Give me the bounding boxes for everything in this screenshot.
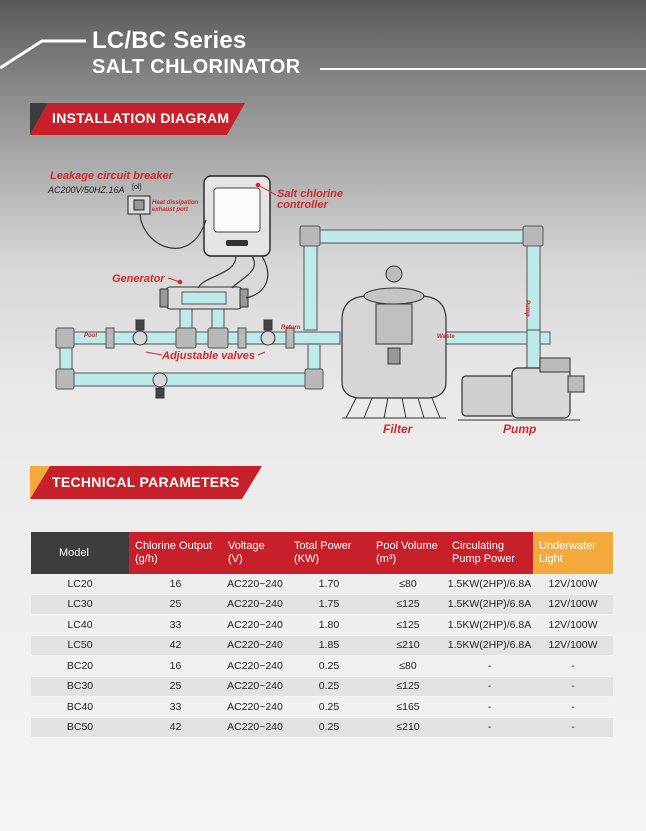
pipe-pump-label: Pump	[524, 300, 530, 317]
table-row: BC20 16 AC220~240 0.25 ≤80 - -	[31, 655, 613, 677]
cell-voltage: AC220~240	[222, 696, 288, 718]
cell-light: -	[533, 655, 613, 677]
technical-banner: TECHNICAL PARAMETERS	[30, 466, 262, 499]
table-row: LC30 25 AC220~240 1.75 ≤125 1.5KW(2HP)/6…	[31, 594, 613, 615]
cell-voltage: AC220~240	[222, 655, 288, 677]
cell-light: 12V/100W	[533, 574, 613, 595]
col-chlorine-output: Chlorine Output(g/h)	[129, 532, 222, 574]
installation-heading: INSTALLATION DIAGRAM	[52, 110, 230, 126]
series-title: LC/BC Series	[92, 27, 247, 54]
cell-light: -	[533, 696, 613, 718]
installation-banner: INSTALLATION DIAGRAM	[30, 103, 245, 135]
technical-heading: TECHNICAL PARAMETERS	[52, 474, 240, 490]
breaker-spec: AC200V/50HZ.16A	[48, 185, 125, 195]
cell-power: 0.25	[288, 696, 370, 718]
cell-power: 0.25	[288, 676, 370, 697]
cell-volume: ≤125	[370, 676, 446, 697]
cell-chlorine: 16	[129, 655, 222, 677]
generator-label: Generator	[112, 273, 165, 285]
col-model: Model	[31, 532, 129, 574]
cell-volume: ≤210	[370, 717, 446, 738]
cell-chlorine: 25	[129, 594, 222, 615]
cell-model: LC50	[31, 635, 129, 656]
cell-volume: ≤125	[370, 594, 446, 615]
cell-pump: -	[446, 696, 533, 718]
installation-diagram: Leakage circuit breaker AC200V/50HZ.16A …	[0, 160, 646, 450]
cell-volume: ≤80	[370, 655, 446, 677]
table-row: BC50 42 AC220~240 0.25 ≤210 - -	[31, 717, 613, 738]
pump-label: Pump	[503, 422, 537, 436]
col-voltage: Voltage(V)	[222, 532, 288, 574]
product-title: SALT CHLORINATOR	[92, 56, 301, 78]
cell-model: BC50	[31, 717, 129, 738]
table-row: LC20 16 AC220~240 1.70 ≤80 1.5KW(2HP)/6.…	[31, 574, 613, 595]
cell-power: 1.80	[288, 614, 370, 636]
cell-light: 12V/100W	[533, 614, 613, 636]
cell-voltage: AC220~240	[222, 614, 288, 636]
cell-voltage: AC220~240	[222, 676, 288, 697]
cell-pump: 1.5KW(2HP)/6.8A	[446, 614, 533, 636]
cell-light: 12V/100W	[533, 594, 613, 615]
cell-power: 0.25	[288, 717, 370, 738]
filter-label: Filter	[383, 422, 413, 436]
table-row: LC40 33 AC220~240 1.80 ≤125 1.5KW(2HP)/6…	[31, 614, 613, 636]
cell-power: 1.75	[288, 594, 370, 615]
cell-pump: -	[446, 655, 533, 677]
cell-voltage: AC220~240	[222, 594, 288, 615]
pipe-waste-label: Waste	[437, 334, 455, 340]
col-total-power: Total Power(KW)	[288, 532, 370, 574]
cell-model: BC30	[31, 676, 129, 697]
pipe-pool-label: Pool	[84, 333, 97, 339]
cell-pump: 1.5KW(2HP)/6.8A	[446, 574, 533, 595]
cell-volume: ≤125	[370, 614, 446, 636]
cell-chlorine: 16	[129, 574, 222, 595]
table-row: BC40 33 AC220~240 0.25 ≤165 - -	[31, 696, 613, 718]
cell-chlorine: 25	[129, 676, 222, 697]
cell-volume: ≤210	[370, 635, 446, 656]
cell-light: -	[533, 717, 613, 738]
cell-light: 12V/100W	[533, 635, 613, 656]
cell-pump: 1.5KW(2HP)/6.8A	[446, 594, 533, 615]
cell-chlorine: 33	[129, 614, 222, 636]
cell-model: LC30	[31, 594, 129, 615]
header-decor-lines	[0, 39, 646, 70]
cell-chlorine: 33	[129, 696, 222, 718]
cell-voltage: AC220~240	[222, 635, 288, 656]
cell-model: BC40	[31, 696, 129, 718]
spec-header-row: Model Chlorine Output(g/h) Voltage(V) To…	[31, 532, 613, 574]
breaker-icon: [ol]	[132, 184, 142, 191]
col-pool-volume: Pool Volume(m³)	[370, 532, 446, 574]
cell-voltage: AC220~240	[222, 717, 288, 738]
cell-light: -	[533, 676, 613, 697]
cell-pump: -	[446, 676, 533, 697]
cell-model: LC40	[31, 614, 129, 636]
page-header: LC/BC Series SALT CHLORINATOR	[0, 0, 646, 100]
cell-power: 0.25	[288, 655, 370, 677]
cell-model: LC20	[31, 574, 129, 595]
cell-model: BC20	[31, 655, 129, 677]
cell-pump: -	[446, 717, 533, 738]
cell-volume: ≤80	[370, 574, 446, 595]
breaker-label: Leakage circuit breaker	[50, 170, 173, 182]
plumbing-schematic	[55, 175, 585, 421]
cell-power: 1.70	[288, 574, 370, 595]
cell-voltage: AC220~240	[222, 574, 288, 595]
table-row: LC50 42 AC220~240 1.85 ≤210 1.5KW(2HP)/6…	[31, 635, 613, 656]
cell-pump: 1.5KW(2HP)/6.8A	[446, 635, 533, 656]
cell-chlorine: 42	[129, 635, 222, 656]
cell-power: 1.85	[288, 635, 370, 656]
pipe-return-label: Return	[281, 325, 301, 331]
spec-table: Model Chlorine Output(g/h) Voltage(V) To…	[31, 532, 613, 738]
cell-chlorine: 42	[129, 717, 222, 738]
valves-label: Adjustable valves	[162, 350, 255, 362]
cell-volume: ≤165	[370, 696, 446, 718]
table-row: BC30 25 AC220~240 0.25 ≤125 - -	[31, 676, 613, 697]
